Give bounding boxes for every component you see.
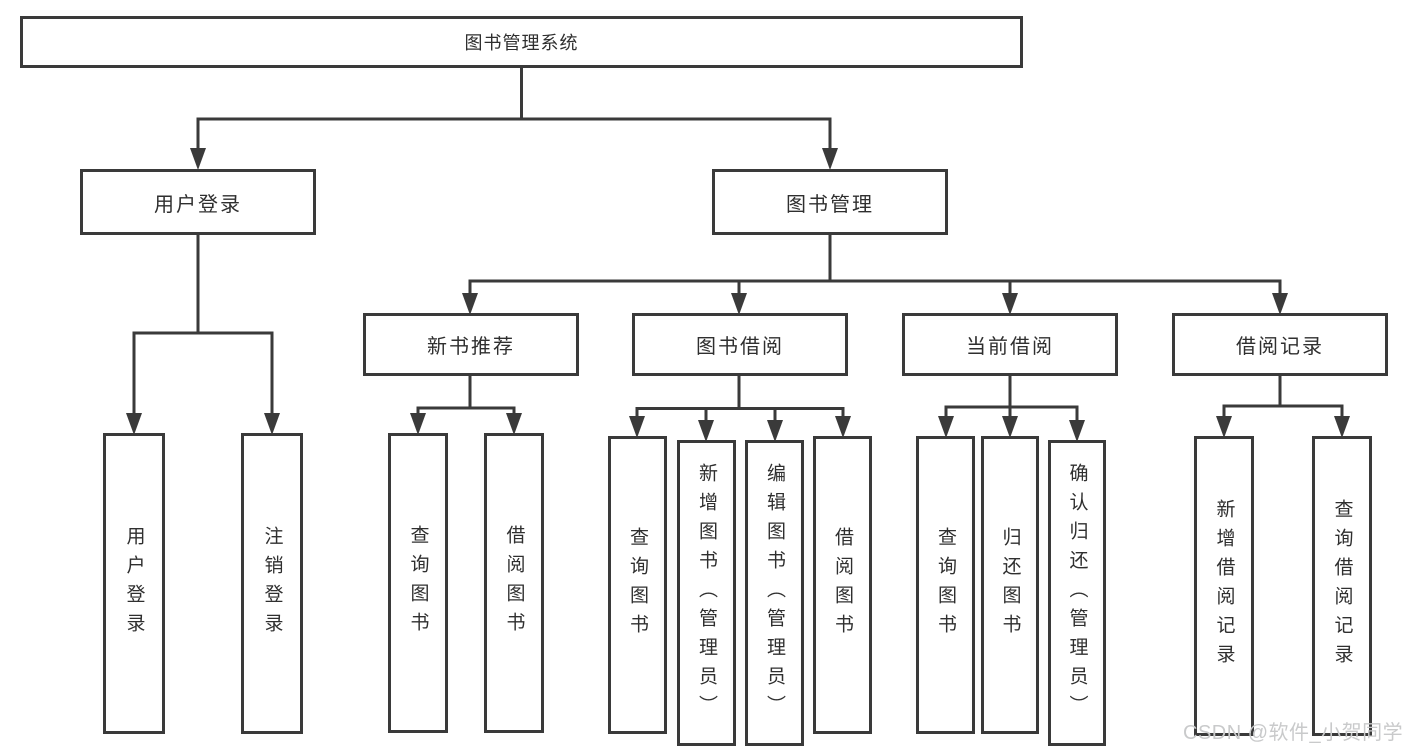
node-label: 归还图书 [999,527,1021,643]
node-label: 编辑图书（管理员） [764,462,785,724]
leaf-query-books-recommend: 查询图书 [388,433,448,733]
node-label: 图书借阅 [696,336,784,358]
node-label: 当前借阅 [966,336,1054,358]
leaf-return-book: 归还图书 [981,436,1039,734]
node-book-borrowing: 图书借阅 [632,313,848,376]
node-user-login: 用户登录 [80,169,316,235]
leaf-add-borrow-record: 新增借阅记录 [1194,436,1254,736]
leaf-query-books-current: 查询图书 [916,436,975,734]
node-label: 图书管理 [786,193,874,216]
leaf-edit-book-admin: 编辑图书（管理员） [745,440,804,746]
node-current-borrowing: 当前借阅 [902,313,1118,376]
leaf-user-login: 用户登录 [103,433,165,734]
leaf-query-borrow-record: 查询借阅记录 [1312,436,1372,736]
node-label: 新增图书（管理员） [696,462,717,724]
node-label: 注销登录 [261,525,283,642]
leaf-borrow-books: 借阅图书 [813,436,872,734]
leaf-query-books-borrow: 查询图书 [608,436,667,734]
leaf-confirm-return-admin: 确认归还（管理员） [1048,440,1106,746]
node-label: 确认归还（管理员） [1066,462,1088,724]
csdn-watermark: CSDN @软件_小贺同学 [1183,722,1404,744]
node-library-management-system: 图书管理系统 [20,16,1023,68]
node-label: 借阅图书 [503,525,525,641]
leaf-logout: 注销登录 [241,433,303,734]
node-label: 查询图书 [407,525,429,641]
node-new-book-recommendation: 新书推荐 [363,313,579,376]
node-label: 查询图书 [627,527,648,643]
node-borrowing-records: 借阅记录 [1172,313,1388,376]
leaf-borrow-books-recommend: 借阅图书 [484,433,544,733]
node-label: 用户登录 [154,193,242,216]
node-label: 图书管理系统 [464,33,579,53]
leaf-add-book-admin: 新增图书（管理员） [677,440,736,746]
node-label: 新书推荐 [427,336,515,358]
node-label: 查询图书 [935,527,956,643]
node-label: 新增借阅记录 [1213,499,1235,673]
node-label: 借阅图书 [832,527,853,643]
node-label: 用户登录 [123,525,145,642]
node-label: 查询借阅记录 [1331,499,1353,673]
node-label: 借阅记录 [1236,336,1324,358]
node-book-management: 图书管理 [712,169,948,235]
